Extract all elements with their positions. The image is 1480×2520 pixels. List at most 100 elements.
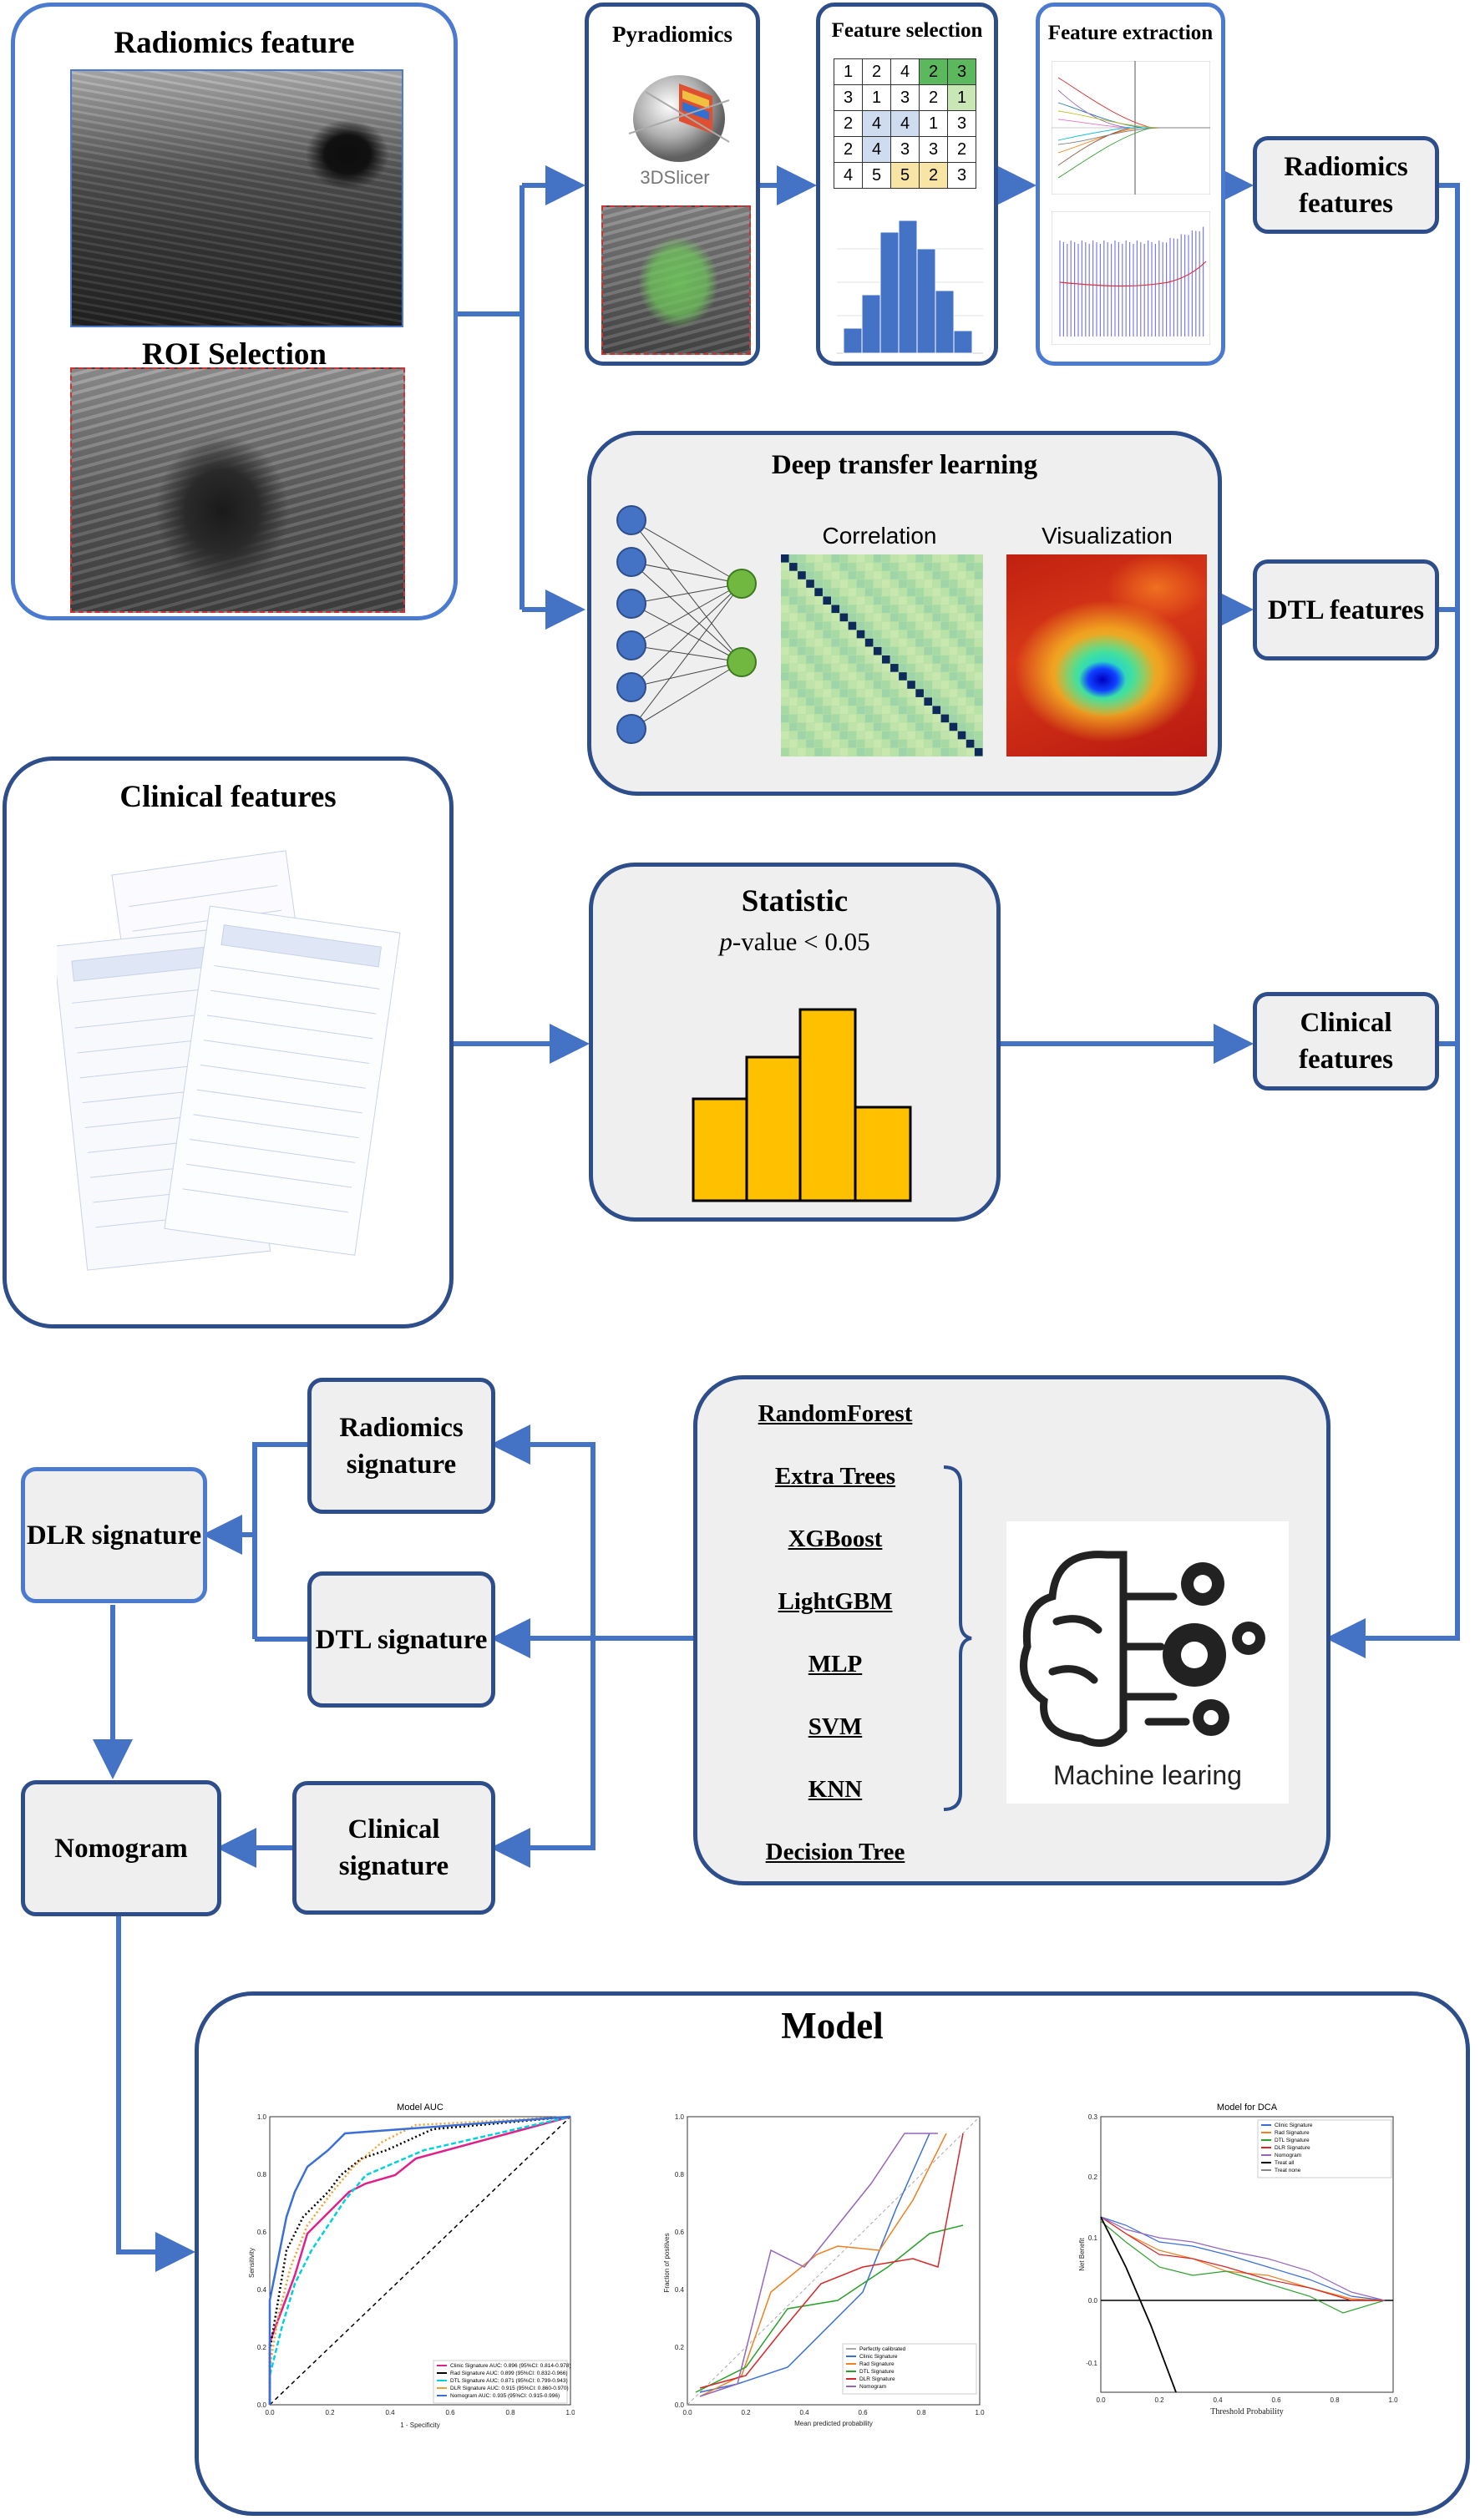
corr-cell	[856, 714, 865, 723]
grid-cell: 3	[947, 162, 976, 189]
input-node	[616, 547, 646, 577]
corr-cell	[899, 588, 907, 596]
corr-cell	[839, 630, 849, 639]
corr-cell	[806, 655, 814, 664]
corr-cell	[856, 706, 865, 715]
corr-cell	[915, 646, 924, 655]
corr-cell	[789, 621, 798, 630]
corr-cell	[974, 563, 983, 571]
corr-cell	[899, 739, 907, 748]
corr-cell	[940, 722, 950, 731]
corr-cell	[957, 722, 966, 731]
p-value-label: p-value < 0.05	[719, 927, 870, 956]
corr-cell	[781, 747, 789, 757]
corr-cell	[974, 605, 983, 614]
ml-model-label: KNN	[808, 1776, 863, 1803]
grid-cell: 2	[862, 58, 891, 85]
dca-xtick: 0.6	[1271, 2396, 1281, 2404]
corr-cell	[856, 722, 865, 731]
corr-cell	[831, 638, 840, 647]
corr-cell	[932, 722, 941, 731]
corr-cell	[949, 571, 958, 579]
corr-cell	[781, 588, 789, 596]
corr-cell	[924, 722, 932, 731]
corr-cell	[789, 706, 798, 715]
corr-cell	[798, 646, 806, 655]
grid-cell: 2	[947, 136, 976, 163]
corr-cell	[873, 706, 882, 715]
corr-cell	[848, 664, 857, 672]
corr-cell	[907, 706, 915, 715]
corr-cell	[798, 697, 806, 706]
corr-cell	[940, 646, 950, 655]
corr-cell	[882, 689, 890, 697]
corr-cell	[823, 714, 831, 723]
3dslicer-logo: 3DSlicer	[604, 58, 746, 192]
statistic-panel: Statistic p-value < 0.05	[589, 863, 1001, 1222]
corr-cell	[814, 579, 823, 588]
corr-cell	[915, 638, 924, 647]
corr-cell	[831, 571, 840, 579]
corr-cell	[856, 621, 865, 630]
corr-cell	[932, 563, 941, 571]
corr-cell	[864, 689, 874, 697]
corr-cell	[823, 638, 831, 647]
corr-cell	[940, 655, 950, 664]
grid-cell: 3	[947, 58, 976, 85]
corr-cell	[940, 554, 950, 563]
corr-cell	[899, 722, 907, 731]
corr-cell	[890, 664, 899, 672]
roc-xtick: 0.0	[265, 2409, 275, 2416]
corr-cell	[924, 588, 932, 596]
corr-cell	[899, 731, 907, 740]
grid-cell: 4	[890, 110, 920, 137]
grid-cell: 1	[919, 110, 948, 137]
corr-cell	[864, 638, 874, 647]
corr-cell	[974, 681, 983, 689]
grid-cell: 1	[862, 84, 891, 111]
corr-cell	[890, 630, 899, 639]
corr-cell	[781, 646, 789, 655]
corr-cell	[839, 621, 849, 630]
corr-cell	[848, 722, 857, 731]
corr-cell	[848, 579, 857, 588]
calib-ytick: 1.0	[675, 2113, 685, 2121]
corr-cell	[848, 681, 857, 689]
corr-cell	[882, 722, 890, 731]
corr-cell	[957, 689, 966, 697]
corr-cell	[789, 563, 798, 571]
corr-cell	[823, 739, 831, 748]
corr-cell	[856, 681, 865, 689]
corr-cell	[848, 731, 857, 740]
corr-cell	[864, 605, 874, 614]
corr-cell	[839, 672, 849, 681]
corr-cell	[781, 554, 789, 563]
corr-cell	[814, 739, 823, 748]
corr-cell	[924, 664, 932, 672]
roc-xlabel: 1 - Specificity	[400, 2421, 440, 2429]
corr-cell	[823, 588, 831, 596]
corr-cell	[940, 739, 950, 748]
dca-xlabel: Threshold Probability	[1210, 2407, 1284, 2416]
corr-cell	[839, 646, 849, 655]
corr-cell	[915, 722, 924, 731]
roc-xtick: 0.2	[325, 2409, 335, 2416]
dca-curve-clinic	[1100, 2216, 1386, 2301]
corr-cell	[806, 706, 814, 715]
corr-cell	[932, 747, 941, 757]
corr-cell	[831, 697, 840, 706]
corr-cell	[882, 613, 890, 622]
corr-cell	[789, 605, 798, 614]
corr-cell	[789, 739, 798, 748]
corr-cell	[899, 672, 907, 681]
corr-cell	[814, 588, 823, 596]
corr-cell	[940, 630, 950, 639]
corr-cell	[806, 605, 814, 614]
corr-cell	[798, 714, 806, 723]
corr-cell	[781, 664, 789, 672]
corr-cell	[823, 681, 831, 689]
corr-cell	[957, 706, 966, 715]
corr-cell	[882, 563, 890, 571]
corr-cell	[823, 722, 831, 731]
corr-cell	[848, 596, 857, 605]
